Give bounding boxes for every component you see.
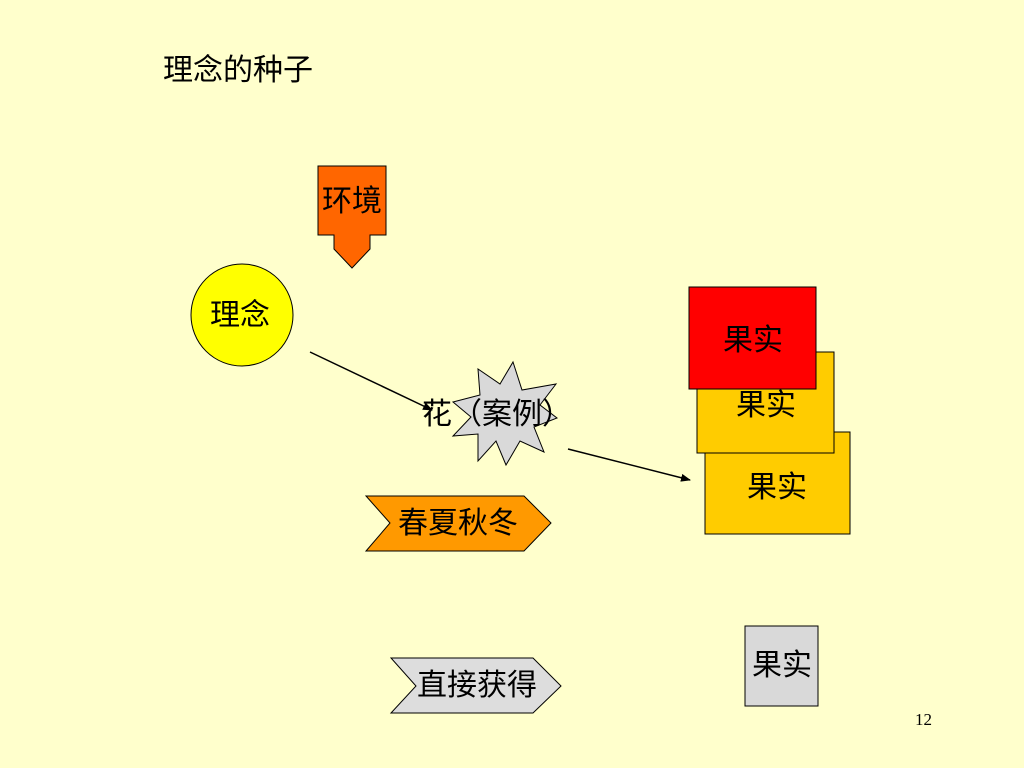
- slide-title: 理念的种子: [163, 53, 313, 88]
- fruit-middle-label: 果实: [736, 388, 796, 423]
- flower-to-fruit-arrow: [567, 448, 691, 482]
- flower-starburst: [451, 360, 559, 467]
- environment-label: 环境: [322, 184, 382, 219]
- fruit-gray-label: 果实: [752, 648, 812, 683]
- fruit-back-label: 果实: [747, 470, 807, 505]
- fruit-front-box: [688, 286, 817, 390]
- environment-arrow-shape: [317, 165, 387, 269]
- idea-to-flower-arrow: [309, 351, 433, 411]
- flower-label: 花（案例）: [422, 397, 572, 432]
- seasons-label: 春夏秋冬: [398, 506, 518, 541]
- idea-circle: [190, 263, 294, 367]
- direct-label: 直接获得: [417, 668, 537, 703]
- direct-chevron: [389, 657, 562, 714]
- fruit-front-label: 果实: [723, 323, 783, 358]
- idea-label: 理念: [210, 298, 270, 333]
- fruit-gray-box: [744, 625, 819, 707]
- page-number: 12: [915, 710, 932, 729]
- seasons-chevron: [364, 495, 552, 552]
